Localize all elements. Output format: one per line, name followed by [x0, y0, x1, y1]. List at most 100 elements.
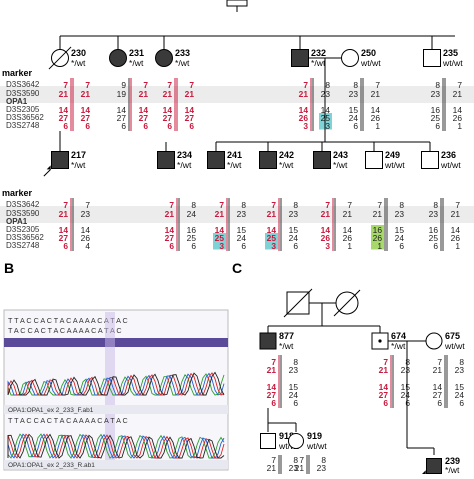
- allele-value: 23: [395, 209, 405, 219]
- allele-value: 7: [383, 357, 388, 367]
- allele-value: 1: [377, 241, 382, 251]
- allele-value: 7: [85, 80, 90, 90]
- allele-value: 7: [271, 200, 276, 210]
- allele-value: 6: [63, 241, 68, 251]
- marker-header: marker: [2, 68, 33, 78]
- allele-value: 7: [457, 80, 462, 90]
- allele-value: 23: [321, 89, 331, 99]
- allele-value: 3: [325, 121, 330, 131]
- allele-value: 15: [349, 105, 359, 115]
- allele-value: 23: [289, 209, 299, 219]
- allele-value: 24: [395, 233, 405, 243]
- deceased-slash: [283, 288, 313, 318]
- genotype: wt/wt: [444, 341, 465, 351]
- allele-value: 23: [349, 89, 359, 99]
- allele-value: 8: [191, 200, 196, 210]
- individual-id: 241: [227, 150, 242, 160]
- genotype: */wt: [333, 160, 348, 170]
- deceased-slash: [333, 289, 361, 317]
- male-symbol: [259, 332, 277, 350]
- allele-value: 6: [405, 398, 410, 408]
- allele-value: 16: [431, 105, 441, 115]
- allele-value: 21: [299, 89, 309, 99]
- allele-value: 15: [395, 225, 405, 235]
- genotype: */wt: [311, 58, 326, 68]
- allele-value: 6: [399, 241, 404, 251]
- allele-value: 8: [405, 357, 410, 367]
- genotype: */wt: [71, 160, 86, 170]
- allele-value: 6: [169, 241, 174, 251]
- individual-id: 242: [279, 150, 294, 160]
- allele-value: 8: [241, 200, 246, 210]
- allele-value: 6: [353, 121, 358, 131]
- allele-value: 14: [343, 225, 353, 235]
- allele-value: 21: [215, 209, 225, 219]
- allele-value: 8: [293, 200, 298, 210]
- allele-value: 25: [215, 233, 225, 243]
- allele-value: 14: [117, 105, 127, 115]
- allele-value: 14: [59, 225, 69, 235]
- proband-arrow: [43, 168, 52, 177]
- allele-value: 6: [271, 398, 276, 408]
- haplotype-highlight: [265, 233, 278, 242]
- haplotype-highlight: [213, 233, 226, 242]
- allele-value: 7: [271, 455, 276, 465]
- allele-value: 15: [289, 225, 299, 235]
- genotype: */wt: [227, 160, 242, 170]
- genotype: */wt: [175, 58, 190, 68]
- marker-name: D3S2305: [6, 105, 40, 114]
- allele-value: 24: [187, 209, 197, 219]
- allele-value: 27: [81, 113, 91, 123]
- allele-value: 27: [433, 390, 443, 400]
- allele-value: 27: [165, 233, 175, 243]
- individual-id: 217: [71, 150, 86, 160]
- chromatogram-trace-reverse: [7, 433, 225, 459]
- allele-value: 21: [267, 463, 277, 473]
- male-symbol: [51, 151, 69, 169]
- track-label-bg: [4, 460, 228, 469]
- allele-value: 14: [185, 105, 195, 115]
- allele-value: 6: [435, 121, 440, 131]
- allele-value: 23: [237, 209, 247, 219]
- allele-value: 1: [375, 121, 380, 131]
- genotype: */wt: [279, 341, 294, 351]
- allele-value: 26: [299, 113, 309, 123]
- allele-value: 7: [377, 200, 382, 210]
- allele-value: 14: [267, 382, 277, 392]
- allele-value: 25: [431, 113, 441, 123]
- allele-value: 14: [371, 105, 381, 115]
- allele-value: 6: [167, 121, 172, 131]
- allele-value: 23: [81, 209, 91, 219]
- male-symbol: [423, 49, 441, 67]
- deceased-slash: [48, 46, 72, 70]
- allele-value: 23: [289, 463, 299, 473]
- marker-name: D3S3642: [6, 200, 40, 209]
- allele-value: 7: [219, 200, 224, 210]
- allele-value: 3: [219, 241, 224, 251]
- allele-value: 8: [321, 455, 326, 465]
- genotype: */wt: [71, 58, 86, 68]
- allele-value: 7: [303, 80, 308, 90]
- allele-value: 25: [321, 113, 331, 123]
- individual-id: 918: [279, 431, 294, 441]
- genotype: wt/wt: [384, 160, 405, 170]
- female-symbol: [155, 49, 173, 67]
- marker-name: D3S2305: [6, 225, 40, 234]
- allele-value: 24: [401, 390, 411, 400]
- allele-value: 21: [81, 89, 91, 99]
- allele-value: 14: [81, 225, 91, 235]
- allele-value: 26: [453, 113, 463, 123]
- allele-value: 7: [63, 80, 68, 90]
- chromatogram-trace-reverse: [7, 433, 225, 459]
- allele-value: 21: [453, 89, 463, 99]
- marker-name: OPA1: [6, 97, 28, 106]
- allele-value: 27: [267, 390, 277, 400]
- male-symbol: [259, 151, 277, 169]
- haplotype-highlight: [371, 241, 384, 250]
- variant-highlight: [105, 312, 115, 468]
- individual-id: 243: [333, 150, 348, 160]
- allele-value: 21: [139, 89, 149, 99]
- allele-value: 14: [299, 105, 309, 115]
- allele-value: 23: [401, 365, 411, 375]
- sequence-bar: [4, 338, 228, 347]
